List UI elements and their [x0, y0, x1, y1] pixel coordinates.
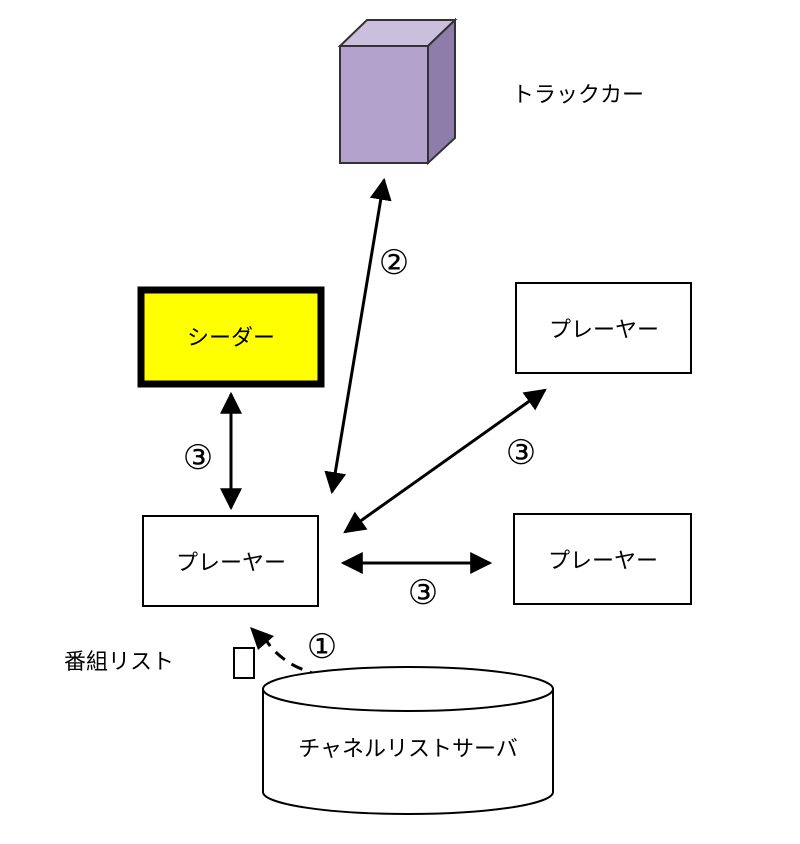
cylinder-body: [262, 689, 554, 815]
seeder-label: シーダー: [187, 326, 275, 351]
channel-list-server-label: チャネルリストサーバ: [298, 737, 518, 762]
seeder-box: [137, 286, 325, 388]
player-mid-right-label: プレーヤー: [548, 549, 658, 574]
channel-list-server-cylinder-icon: [262, 666, 554, 815]
step-3-mid-right-label: ③: [408, 573, 438, 613]
tracker-cube-front: [339, 45, 429, 164]
player-top-right-label: プレーヤー: [549, 318, 659, 343]
player-top-right-node: プレーヤー: [515, 282, 692, 374]
step-3-top-right-label: ③: [506, 433, 536, 473]
player-main-label: プレーヤー: [176, 551, 286, 576]
player-mid-right-node: プレーヤー: [513, 513, 692, 605]
tracker-label: トラックカー: [512, 83, 644, 108]
dashed-arrow-head: [250, 627, 274, 650]
tracker-cube-side: [427, 17, 456, 166]
step-3-seeder-label: ③: [183, 438, 213, 478]
arrow-player-player-top-right: [343, 388, 547, 534]
tracker-cube-icon: [337, 17, 458, 166]
player-main-box: [142, 515, 319, 607]
player-top-right-box: [515, 282, 692, 374]
program-list-label: 番組リスト: [64, 650, 174, 675]
step-2-label: ②: [379, 243, 409, 283]
arrow-player-tracker: [324, 177, 392, 495]
cylinder-top: [262, 666, 554, 712]
step-1-label: ①: [307, 627, 337, 667]
seeder-node: シーダー: [137, 286, 325, 388]
player-main-node: プレーヤー: [142, 515, 319, 607]
program-list-document-icon: [233, 647, 255, 679]
